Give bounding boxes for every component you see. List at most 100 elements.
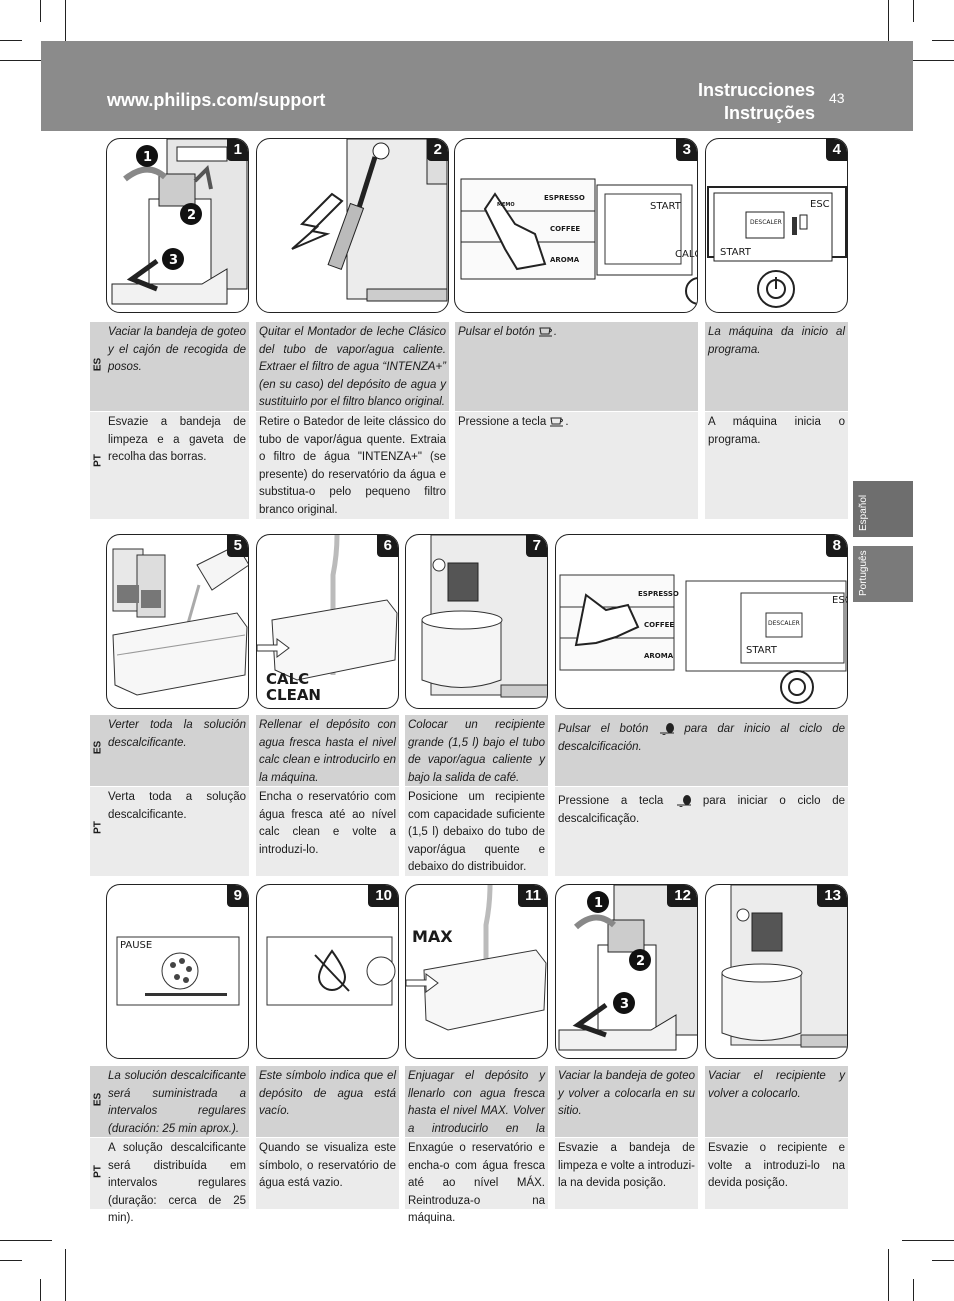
step-number: 13 [817, 885, 847, 907]
display-start: START [720, 247, 751, 258]
step-number: 5 [226, 535, 248, 557]
press-aroma-button-image [559, 574, 847, 704]
step-3-text-pt: Pressione a tecla . [455, 412, 698, 519]
step-number: 4 [825, 139, 847, 161]
step-number: 9 [226, 885, 248, 907]
step-10-text-es: Este símbolo indica que el depósito de a… [256, 1066, 399, 1137]
step-4-text-pt: A máquina inicia o programa. [705, 412, 848, 519]
crop-mark [0, 40, 22, 41]
water-empty-display-image [266, 936, 396, 1006]
display-start: START [650, 201, 681, 212]
step-11-text-es: Enjuagar el depósito y llenarlo con agua… [405, 1066, 548, 1152]
crop-mark [902, 1240, 954, 1241]
display-start: START [746, 645, 777, 656]
crop-mark [913, 1279, 914, 1301]
machine-drawer-image: 1 2 3 [111, 139, 248, 305]
svg-text:3: 3 [169, 253, 178, 268]
crop-mark [65, 1249, 66, 1301]
fill-max-image [406, 885, 547, 1031]
drip-tray-image: 1 2 3 [558, 885, 697, 1051]
display-descaler-image [707, 186, 847, 308]
crop-mark [65, 0, 66, 52]
step-number: 8 [825, 535, 847, 557]
memo-cup-icon [550, 417, 564, 427]
calc-clean-label: CALC CLEAN [266, 670, 321, 704]
crop-mark [913, 0, 914, 22]
step-number: 12 [667, 885, 697, 907]
side-tab-espanol: Español [853, 481, 913, 537]
step-8-text-es: Pulsar el botón para dar inicio al ciclo… [555, 715, 848, 786]
espresso-button[interactable]: ESPRESSO [638, 590, 679, 598]
section-titles: Instrucciones Instruções [698, 79, 815, 125]
step-2-text-pt: Retire o Batedor de leite clássico do tu… [256, 412, 449, 519]
crop-mark [902, 60, 954, 61]
svg-text:1: 1 [594, 896, 603, 911]
pour-descaler-image [112, 544, 248, 696]
step-number: 3 [675, 139, 697, 161]
step-12-illustration: 1 2 3 12 [555, 884, 698, 1059]
crop-mark [40, 0, 41, 22]
lang-label-pt: PT [92, 454, 104, 467]
step-2-illustration: 2 [256, 138, 449, 313]
crop-mark [0, 1260, 22, 1261]
step-number: 10 [368, 885, 398, 907]
title-es: Instrucciones [697, 80, 815, 100]
memo-cup-icon [538, 327, 552, 337]
step-5-illustration: 5 [106, 534, 249, 709]
step-12-text-pt: Esvazie a bandeja de limpeza e volte a i… [555, 1138, 698, 1209]
step-5-text-pt: Verta toda a solução descalcificante. [90, 787, 249, 876]
svg-text:2: 2 [187, 208, 196, 223]
lang-label-es: ES [92, 357, 104, 372]
crop-mark [932, 1260, 954, 1261]
step-11-illustration: MAX 11 [405, 884, 548, 1059]
step-6-text-es: Rellenar el depósito con agua fresca has… [256, 715, 399, 786]
steam-wand-image [291, 139, 448, 302]
step-number: 6 [376, 535, 398, 557]
step-7-illustration: 7 [405, 534, 548, 709]
pause-display-image [116, 936, 240, 1006]
lang-label-pt: PT [92, 821, 104, 834]
step-6-illustration: CALC CLEAN 6 [256, 534, 399, 709]
display-pause: PAUSE [120, 940, 153, 951]
crop-mark [932, 40, 954, 41]
step-9-text-es: La solución descalcificante será suminis… [90, 1066, 249, 1137]
step-number: 7 [525, 535, 547, 557]
title-pt: Instruções [723, 103, 815, 123]
espresso-button[interactable]: ESPRESSO [544, 194, 585, 202]
side-tab-portugues: Português [853, 546, 913, 602]
step-9-illustration: PAUSE 9 [106, 884, 249, 1059]
display-esc: ESC [810, 199, 830, 210]
coffee-button[interactable]: COFFEE [644, 621, 675, 629]
coffee-button[interactable]: COFFEE [550, 225, 581, 233]
svg-text:3: 3 [620, 997, 629, 1012]
step-1-text-pt: Esvazie a bandeja de limpeza e a gaveta … [90, 412, 249, 519]
support-url[interactable]: www.philips.com/support [107, 90, 326, 110]
step-number: 1 [226, 139, 248, 161]
aroma-bean-icon [660, 722, 675, 735]
container-replace-image [721, 885, 847, 1048]
crop-mark [0, 60, 52, 61]
aroma-bean-icon [677, 794, 692, 807]
crop-mark [0, 1240, 52, 1241]
container-under-spout-image [421, 535, 547, 698]
lang-label-es: ES [92, 740, 104, 755]
svg-text:1: 1 [143, 150, 152, 165]
crop-mark [888, 1249, 889, 1301]
display-esc: ESC [832, 595, 847, 606]
page-header: www.philips.com/support Instrucciones In… [41, 41, 913, 131]
step-1-illustration: 1 2 3 1 [106, 138, 249, 313]
crop-mark [888, 0, 889, 52]
display-descaler: DESCALER [768, 620, 800, 627]
step-6-text-pt: Encha o reservatório com água fresca até… [256, 787, 399, 876]
lang-label-es: ES [92, 1092, 104, 1107]
step-3-text-es: Pulsar el botón . [455, 322, 698, 411]
step-13-text-es: Vaciar el recipiente y volver a colocarl… [705, 1066, 848, 1137]
svg-text:2: 2 [636, 954, 645, 969]
step-8-text-pt: Pressione a tecla para iniciar o ciclo d… [555, 787, 848, 876]
lang-label-pt: PT [92, 1165, 104, 1178]
aroma-button[interactable]: AROMA [644, 652, 674, 660]
step-3-illustration: MEMO ESPRESSO COFFEE AROMA START CALC 3 [454, 138, 698, 313]
aroma-button[interactable]: AROMA [550, 256, 580, 264]
display-calc: CALC [675, 249, 697, 260]
step-4-text-es: La máquina da inicio al programa. [705, 322, 848, 411]
